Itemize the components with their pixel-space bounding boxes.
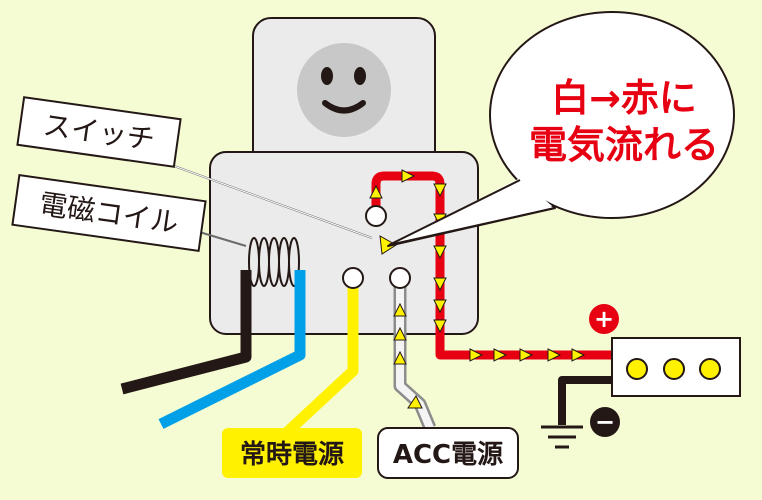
flow-arrows-acc — [393, 302, 423, 409]
callout-line-2: 電気流れる — [529, 123, 719, 167]
callout-line-1: 白→赤に — [551, 76, 697, 120]
constant-power-box — [222, 428, 362, 478]
switch-label-box — [16, 96, 182, 168]
acc-terminal — [389, 267, 411, 289]
acc-power-box — [377, 427, 519, 479]
switch-terminal-top — [365, 205, 387, 227]
svg-text:−: − — [595, 408, 615, 436]
terminal-2 — [663, 358, 685, 380]
yellow-terminal — [342, 267, 364, 289]
red-wire — [371, 171, 612, 360]
svg-text:+: + — [594, 305, 614, 333]
acc-power-label: ACC電源 — [393, 440, 503, 470]
terminal-3 — [699, 358, 721, 380]
callout-bubble — [387, 11, 735, 247]
plus-icon: + — [589, 304, 619, 334]
smiley-face-icon — [297, 43, 391, 137]
ground-icon — [541, 425, 583, 449]
black-wire — [120, 270, 252, 395]
coil-label-box — [11, 174, 207, 252]
minus-icon: − — [590, 407, 620, 437]
constant-power-label: 常時電源 — [240, 440, 344, 470]
relay-body — [209, 151, 479, 335]
terminal-1 — [626, 358, 648, 380]
flow-arrows-red — [369, 169, 586, 362]
blue-wire — [158, 270, 306, 429]
coil — [248, 237, 300, 287]
ground-wire — [558, 376, 612, 425]
yellow-wire — [279, 282, 359, 441]
